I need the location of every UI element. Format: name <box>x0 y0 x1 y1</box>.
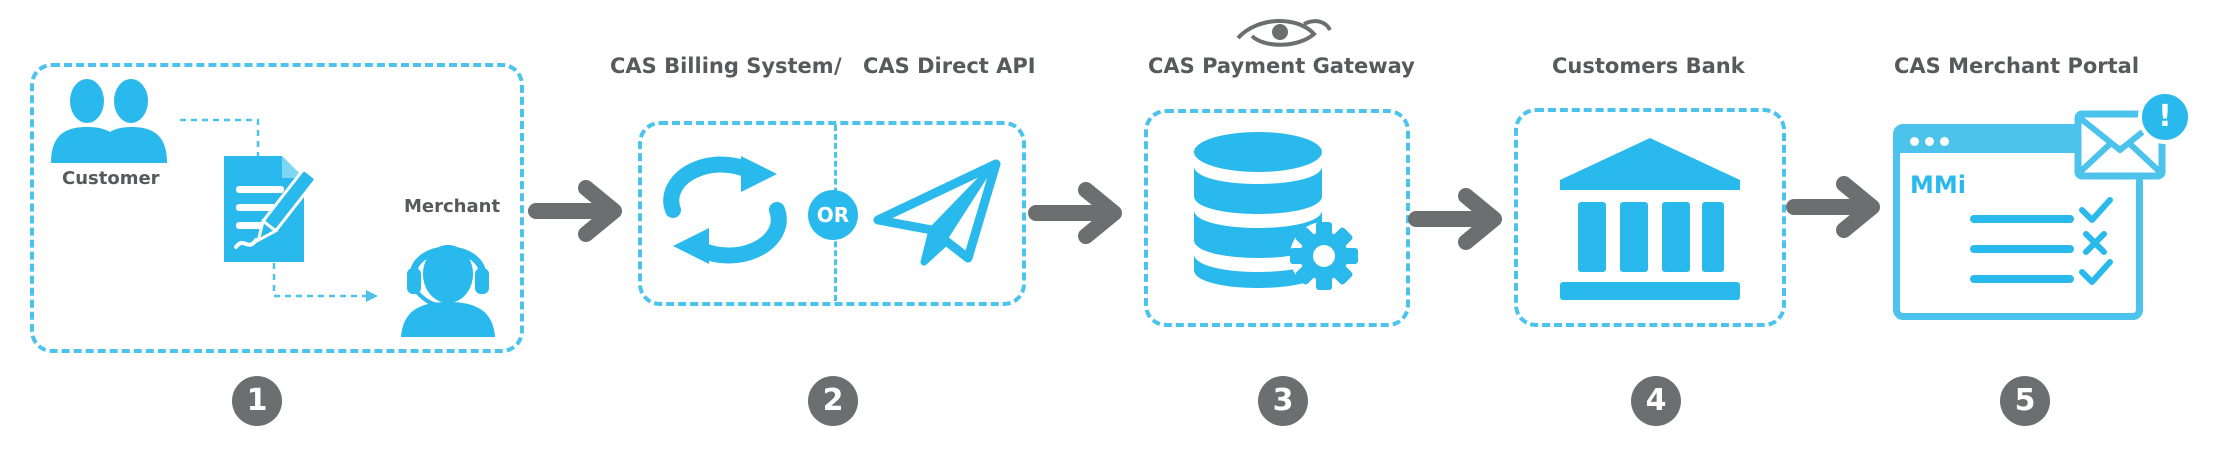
database-gear-icon <box>1194 132 1358 290</box>
step-number-1: 1 <box>232 376 282 426</box>
flow-arrow-3 <box>1408 188 1502 250</box>
step3-title: CAS Payment Gateway <box>1148 54 1415 78</box>
flow-arrow-4 <box>1786 176 1880 238</box>
customer-label: Customer <box>62 168 160 189</box>
dotted-connector <box>180 118 378 302</box>
customer-group-icon <box>51 79 167 163</box>
step-number-2: 2 <box>808 376 858 426</box>
step1-box <box>30 63 524 353</box>
merchant-label: Merchant <box>404 196 501 217</box>
step2-box <box>638 121 1026 306</box>
or-badge: OR <box>808 190 858 240</box>
step2-title-separator: / <box>834 54 842 78</box>
step-number-4: 4 <box>1631 376 1681 426</box>
step4-box <box>1514 108 1786 327</box>
merchant-agent-icon <box>401 245 495 337</box>
flow-arrow-1 <box>528 180 622 242</box>
alert-badge-icon: ! <box>2138 90 2192 144</box>
step2-title-right: CAS Direct API <box>863 54 1036 78</box>
step4-title: Customers Bank <box>1552 54 1745 78</box>
step2-title-left: CAS Billing System <box>610 54 834 78</box>
paper-plane-icon <box>873 159 1001 266</box>
step5-title: CAS Merchant Portal <box>1894 54 2140 78</box>
checklist-marks-icon <box>2079 197 2113 285</box>
cas-eye-logo-icon <box>1236 19 1332 47</box>
flow-arrow-2 <box>1028 182 1122 244</box>
step-number-3: 3 <box>1258 376 1308 426</box>
bank-icon <box>1560 138 1740 300</box>
step-number-5: 5 <box>2000 376 2050 426</box>
portal-logo: MMi <box>1910 171 1966 199</box>
sync-icon <box>663 156 787 264</box>
step3-box <box>1144 109 1410 327</box>
contract-document-icon <box>224 156 317 262</box>
